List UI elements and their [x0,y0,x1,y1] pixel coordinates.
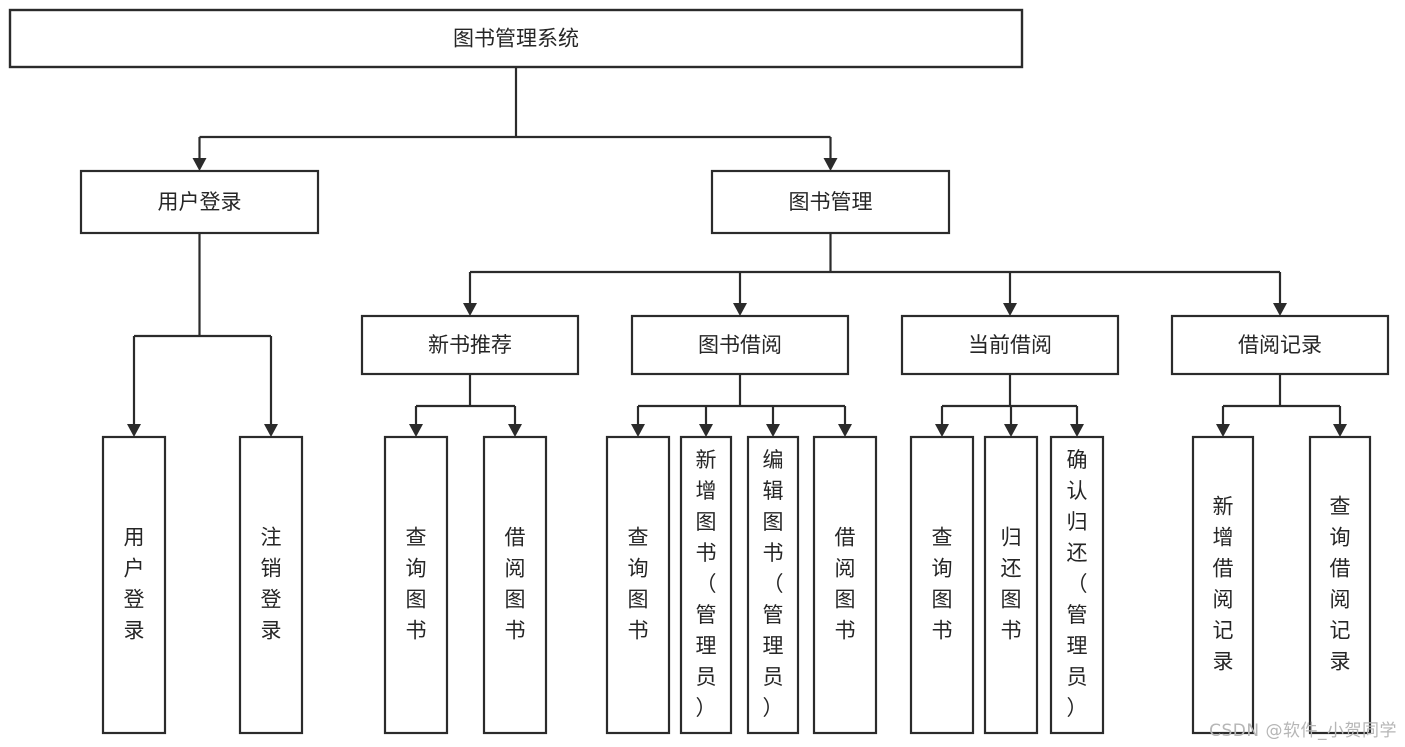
leaf-node-leaf-confirm-return-rect [1049,435,1105,735]
connector-to-leaf-query-book-1-arrowhead [409,424,423,437]
leaf-node-leaf-return-book-rect [983,435,1039,735]
leaf-node-leaf-query-book-1[interactable]: 查询图书 [383,435,449,735]
watermark-label: CSDN @软件_小贺同学 [1209,721,1397,741]
connector-to-leaf-edit-book-arrowhead [766,424,780,437]
leaf-node-leaf-add-book-label: 新增图书（管理员） [696,448,717,720]
leaf-node-leaf-borrow-book-2-rect [812,435,878,735]
connector-to-book-borrow-arrowhead [733,303,747,316]
leaf-node-leaf-query-record[interactable]: 查询借阅记录 [1308,435,1372,735]
level2-node-book-manage-label: 图书管理 [789,190,873,214]
leaf-node-leaf-user-login-label: 用户登录 [124,526,145,643]
leaf-node-leaf-query-record-rect [1308,435,1372,735]
leaf-node-leaf-confirm-return[interactable]: 确认归还（管理员） [1049,435,1105,735]
leaf-node-leaf-borrow-book-1-rect [482,435,548,735]
level2-node-user-login[interactable]: 用户登录 [79,169,320,235]
leaf-node-leaf-return-book-label: 归还图书 [1001,526,1022,643]
level2-node-book-manage-rect [710,169,951,235]
connector-layer [127,67,1347,437]
leaf-node-leaf-query-book-3[interactable]: 查询图书 [909,435,975,735]
connector-to-leaf-query-book-2-arrowhead [631,424,645,437]
level3-node-current-borrow-label: 当前借阅 [968,333,1052,357]
leaf-node-leaf-logout-rect [238,435,304,735]
leaf-node-leaf-add-book-rect [679,435,733,735]
leaf-node-leaf-query-book-3-label: 查询图书 [932,526,953,643]
leaf-node-leaf-query-book-1-label: 查询图书 [406,526,427,643]
level3-node-current-borrow[interactable]: 当前借阅 [900,314,1120,376]
connector-to-current-borrow-arrowhead [1003,303,1017,316]
root-node-root-label: 图书管理系统 [453,27,579,51]
level3-node-book-borrow[interactable]: 图书借阅 [630,314,850,376]
connector-to-user-login-arrowhead [192,158,207,171]
leaf-node-leaf-add-record-label: 新增借阅记录 [1213,495,1234,674]
connector-to-leaf-logout-arrowhead [264,424,278,437]
leaf-node-leaf-borrow-book-1[interactable]: 借阅图书 [482,435,548,735]
leaf-node-leaf-query-book-2-rect [605,435,671,735]
level2-node-book-manage[interactable]: 图书管理 [710,169,951,235]
connector-to-book-manage-arrowhead [823,158,838,171]
level3-node-book-borrow-label: 图书借阅 [698,333,782,357]
level3-node-current-borrow-rect [900,314,1120,376]
level3-node-new-book-recommend[interactable]: 新书推荐 [360,314,580,376]
root-node-root[interactable]: 图书管理系统 [8,8,1024,69]
connector-to-leaf-borrow-book-1-arrowhead [508,424,522,437]
leaf-node-leaf-confirm-return-label: 确认归还（管理员） [1067,448,1088,720]
leaf-node-leaf-query-book-3-rect [909,435,975,735]
connector-to-leaf-query-book-3-arrowhead [935,424,949,437]
connector-to-leaf-user-login-arrowhead [127,424,141,437]
leaf-node-leaf-edit-book-rect [746,435,800,735]
leaf-node-leaf-logout[interactable]: 注销登录 [238,435,304,735]
leaf-node-leaf-query-record-label: 查询借阅记录 [1330,495,1351,674]
leaf-node-leaf-borrow-book-2[interactable]: 借阅图书 [812,435,878,735]
level2-node-user-login-label: 用户登录 [158,190,242,214]
connector-to-leaf-return-book-arrowhead [1004,424,1018,437]
leaf-node-leaf-edit-book[interactable]: 编辑图书（管理员） [746,435,800,735]
leaf-node-leaf-query-book-2[interactable]: 查询图书 [605,435,671,735]
root-node-root-rect [8,8,1024,69]
level3-node-borrow-record-label: 借阅记录 [1238,333,1322,357]
level3-node-book-borrow-rect [630,314,850,376]
connector-to-leaf-confirm-return-arrowhead [1070,424,1084,437]
connector-to-leaf-add-book-arrowhead [699,424,713,437]
level2-node-user-login-rect [79,169,320,235]
node-layer: 图书管理系统用户登录图书管理新书推荐图书借阅当前借阅借阅记录用户登录注销登录查询… [8,8,1390,735]
leaf-node-leaf-borrow-book-2-label: 借阅图书 [835,526,856,643]
connector-to-borrow-record-arrowhead [1273,303,1287,316]
connector-to-leaf-query-record-arrowhead [1333,424,1347,437]
leaf-node-leaf-query-book-2-label: 查询图书 [628,526,649,643]
leaf-node-leaf-add-record[interactable]: 新增借阅记录 [1191,435,1255,735]
level3-node-borrow-record-rect [1170,314,1390,376]
connector-to-leaf-add-record-arrowhead [1216,424,1230,437]
connector-to-new-book-recommend-arrowhead [463,303,477,316]
leaf-node-leaf-add-book[interactable]: 新增图书（管理员） [679,435,733,735]
leaf-node-leaf-user-login-rect [101,435,167,735]
level3-node-borrow-record[interactable]: 借阅记录 [1170,314,1390,376]
connector-to-leaf-borrow-book-2-arrowhead [838,424,852,437]
level3-node-new-book-recommend-rect [360,314,580,376]
leaf-node-leaf-user-login[interactable]: 用户登录 [101,435,167,735]
leaf-node-leaf-query-book-1-rect [383,435,449,735]
leaf-node-leaf-return-book[interactable]: 归还图书 [983,435,1039,735]
leaf-node-leaf-edit-book-label: 编辑图书（管理员） [763,448,784,720]
leaf-node-leaf-logout-label: 注销登录 [261,526,282,643]
level3-node-new-book-recommend-label: 新书推荐 [428,333,512,357]
leaf-node-leaf-borrow-book-1-label: 借阅图书 [505,526,526,643]
leaf-node-leaf-add-record-rect [1191,435,1255,735]
